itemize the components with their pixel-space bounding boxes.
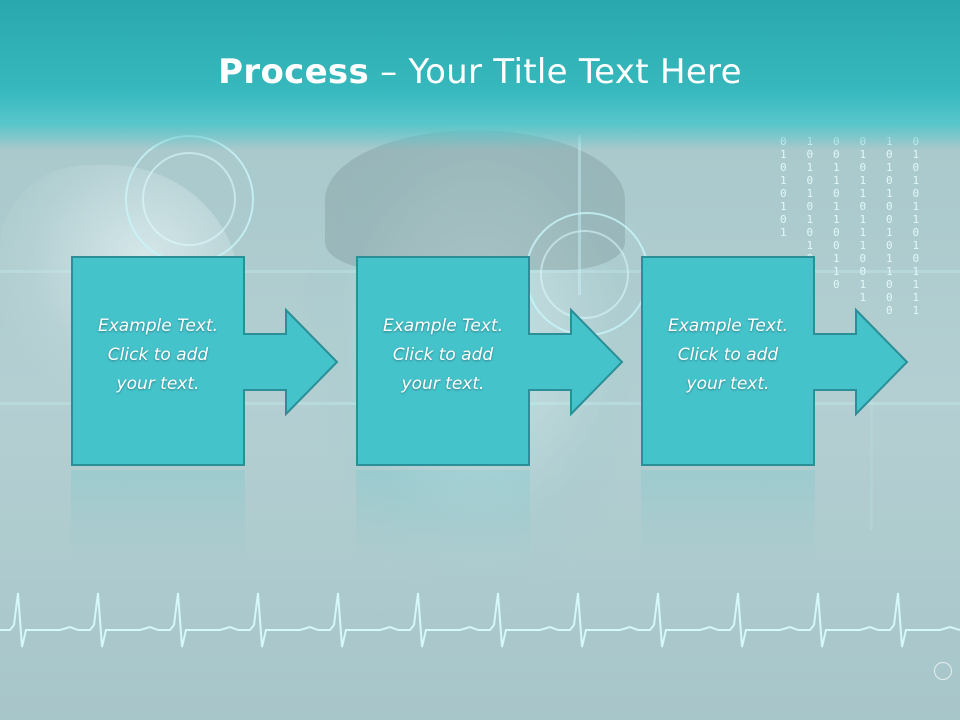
step-text-line: Example Text. (97, 316, 219, 336)
watermark-icon (934, 662, 952, 680)
binary-row: 1 0 1 (780, 291, 920, 304)
arrow-box-shape (356, 256, 624, 466)
step-text[interactable]: Example Text. Click to add your text. (73, 312, 243, 399)
step-reflection (71, 470, 245, 560)
step-reflection (641, 470, 815, 560)
title-band (0, 0, 960, 150)
circuit-line (578, 135, 581, 295)
binary-row: 1 0 1 0 0 1 (780, 200, 920, 213)
binary-row: 0 1 (780, 304, 920, 317)
step-text-line: Example Text. (667, 316, 789, 336)
binary-row: 0 1 0 1 (780, 278, 920, 291)
process-step-2[interactable]: Example Text. Click to add your text. (356, 256, 624, 466)
step-text-line: your text. (116, 374, 200, 394)
step-reflection (356, 470, 530, 560)
arrow-box-shape (71, 256, 339, 466)
binary-row: 0 1 0 1 1 0 (780, 187, 920, 200)
eye-scan-ring-inner (540, 230, 629, 319)
binary-code-stream: 0 1 0 0 1 01 0 0 1 0 10 1 1 0 1 01 0 1 1… (780, 135, 930, 335)
title-bold: Process (218, 52, 370, 92)
title-dash: – (369, 52, 409, 92)
touch-ring-inner (142, 152, 236, 246)
step-text[interactable]: Example Text. Click to add your text. (643, 312, 813, 399)
step-text-line: your text. (686, 374, 770, 394)
circuit-line (870, 380, 873, 530)
process-step-1[interactable]: Example Text. Click to add your text. (71, 256, 339, 466)
process-step-3[interactable]: Example Text. Click to add your text. (641, 256, 909, 466)
step-text-line: your text. (401, 374, 485, 394)
step-text-line: Click to add (392, 345, 494, 365)
slide-title[interactable]: Process – Your Title Text Here (0, 52, 960, 92)
step-text[interactable]: Example Text. Click to add your text. (358, 312, 528, 399)
heartbeat-line (0, 592, 960, 648)
binary-row: 1 0 1 0 1 (780, 239, 920, 252)
step-text-line: Click to add (677, 345, 779, 365)
binary-row: 1 0 1 1 (780, 265, 920, 278)
arrow-box-shape (641, 256, 909, 466)
binary-row: 1 0 0 1 0 1 (780, 148, 920, 161)
binary-row: 1 0 0 1 1 0 (780, 226, 920, 239)
binary-row: 0 1 1 1 0 1 (780, 213, 920, 226)
title-rest: Your Title Text Here (408, 52, 742, 92)
step-text-line: Example Text. (382, 316, 504, 336)
step-text-line: Click to add (107, 345, 209, 365)
binary-row: 1 0 1 1 0 1 (780, 174, 920, 187)
binary-row: 0 1 1 0 1 0 (780, 161, 920, 174)
